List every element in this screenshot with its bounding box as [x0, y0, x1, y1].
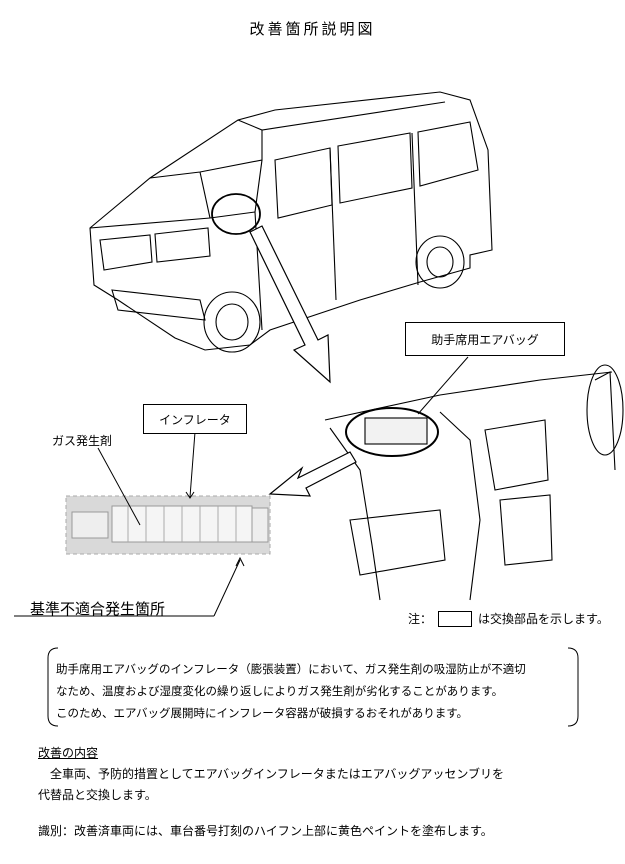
dashboard-drawing: [324, 364, 624, 601]
replacement-part-box-icon: [438, 610, 473, 627]
description-line: このため、エアバッグ展開時にインフレータ容器が破損するおそれがあります。: [56, 706, 469, 720]
bracket-frame: [47, 647, 579, 727]
description-line: 助手席用エアバッグのインフレータ（膨張装置）において、ガス発生剤の吸湿防止が不適…: [56, 662, 526, 676]
inflator-drawing: [65, 495, 271, 555]
improvement-body: 全車両、予防的措置としてエアバッグインフレータまたはエアバッグアッセンブリを 代…: [38, 764, 598, 806]
page-title: 改善箇所説明図: [249, 20, 376, 38]
gas-label: ガス発生剤: [52, 434, 113, 448]
note-suffix: は交換部品を示します。: [478, 612, 609, 626]
description-line: なため、温度および湿度変化の繰り返しによりガス発生剤が劣化することがあります。: [56, 684, 504, 698]
improvement-line: 代替品と交換します。: [38, 788, 157, 802]
defect-label: 基準不適合発生箇所: [30, 600, 166, 618]
note: 注： は交換部品を示します。: [408, 610, 609, 627]
van-drawing: [89, 91, 493, 353]
identification-text: 識別：改善済車両には、車台番号打刻のハイフン上部に黄色ペイントを塗布します。: [38, 824, 493, 838]
note-prefix: 注：: [408, 612, 433, 626]
arrow-dash-to-inflator: [268, 451, 357, 497]
improvement-heading: 改善の内容: [38, 746, 99, 760]
arrow-van-to-dash: [249, 225, 331, 384]
recall-illustration: [14, 91, 624, 617]
airbag-label: 助手席用エアバッグ: [405, 322, 565, 356]
defect-description: 助手席用エアバッグのインフレータ（膨張装置）において、ガス発生剤の吸湿防止が不適…: [44, 646, 582, 728]
inflator-label: インフレータ: [143, 404, 247, 434]
improvement-line: 全車両、予防的措置としてエアバッグインフレータまたはエアバッグアッセンブリを: [50, 767, 504, 781]
